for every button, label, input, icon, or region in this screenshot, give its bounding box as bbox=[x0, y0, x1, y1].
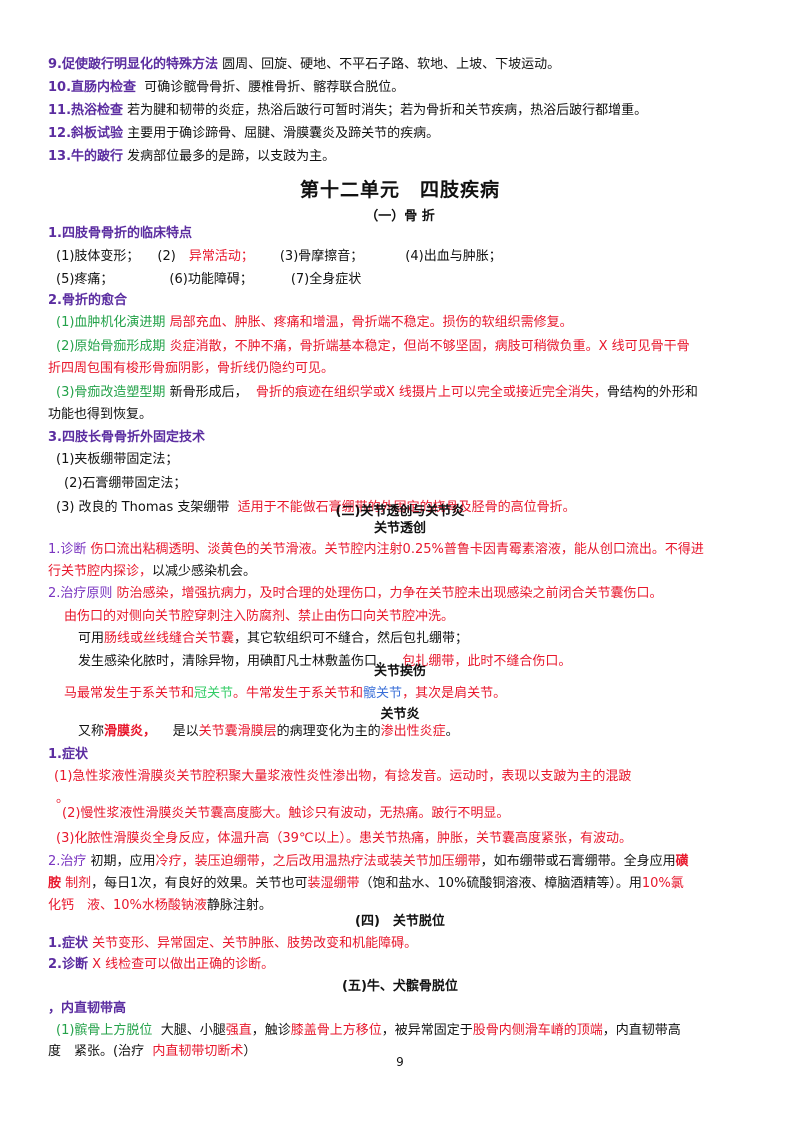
list-item-cont: 胺 制剂，每日1次，有良好的效果。关节也可装湿绷带（饱和盐水、10%硫酸铜溶液、… bbox=[48, 876, 684, 891]
section-title: (四) 关节脱位 bbox=[355, 914, 445, 929]
subsection-heading: 2.骨折的愈合 bbox=[48, 293, 127, 308]
list-item: (1)夹板绷带固定法； bbox=[56, 452, 179, 467]
unit-title: 第十二单元 四肢疾病 bbox=[299, 179, 500, 201]
list-item: (3)骨痂改造塑型期 新骨形成后， 骨折的痕迹在组织学或X 线摄片上可以完全或接… bbox=[56, 385, 698, 400]
paragraph: 马最常发生于系关节和冠关节。牛常发生于系关节和髋关节，其次是肩关节。 bbox=[64, 686, 507, 701]
page-number: 9 bbox=[396, 1055, 404, 1069]
list-item: 2.诊断 X 线检查可以做出正确的诊断。 bbox=[48, 957, 275, 972]
list-item: 13.牛的跛行 发病部位最多的是蹄，以支跂为主。 bbox=[48, 149, 336, 164]
paragraph: 又称滑膜炎， 是以关节囊滑膜层的病理变化为主的渗出性炎症。 bbox=[78, 724, 459, 739]
subsection-title: 关节挨伤 bbox=[373, 664, 426, 679]
feature-row: (5)疼痛；(6)功能障碍；(7)全身症状 bbox=[56, 272, 362, 287]
subsection-heading: ，内直韧带高 bbox=[48, 1001, 127, 1016]
feature-row: (1)肢体变形；(2) 异常活动；(3)骨摩擦音；(4)出血与肿胀； bbox=[56, 249, 502, 264]
list-item: 10.直肠内检查 可确诊髋骨骨折、腰椎骨折、髂荐联合脱位。 bbox=[48, 80, 405, 95]
list-item-cont: 行关节腔内探诊，以减少感染机会。 bbox=[48, 564, 257, 579]
list-item: 12.斜板试验 主要用于确诊蹄骨、屈腱、滑膜囊炎及蹄关节的疾病。 bbox=[48, 126, 440, 141]
list-item: 2.治疗原则 防治感染，增强抗病力，及时合理的处理伤口，力争在关节腔未出现感染之… bbox=[48, 586, 663, 601]
subsection-heading: 3.四肢长骨骨折外固定技术 bbox=[48, 430, 205, 445]
list-item-cont: 可用肠线或丝线缝合关节囊，其它软组织可不缝合，然后包扎绷带； bbox=[78, 631, 469, 646]
list-item: (3)化脓性滑膜炎全身反应，体温升高（39℃以上）。患关节热痛，肿胀，关节囊高度… bbox=[56, 831, 633, 846]
list-item: (1)髌骨上方脱位 大腿、小腿强直，触诊膝盖骨上方移位，被异常固定于股骨内侧滑车… bbox=[56, 1023, 681, 1038]
list-item-cont: 折四周包围有梭形骨痂阴影，骨折线仍隐约可见。 bbox=[48, 361, 335, 376]
list-item-cont: 度 紧张。(治疗 内直韧带切断术） bbox=[48, 1044, 257, 1059]
section-title: (五)牛、犬髌骨脱位 bbox=[342, 979, 458, 994]
list-item: (2)慢性浆液性滑膜炎关节囊高度膨大。触诊只有波动，无热痛。跛行不明显。 bbox=[62, 806, 510, 821]
list-item-cont: 。 bbox=[56, 791, 70, 806]
list-item: (2)石膏绷带固定法； bbox=[64, 476, 187, 491]
list-item: 2.治疗 初期，应用冷疗，装压迫绷带，之后改用温热疗法或装关节加压绷带，如布绷带… bbox=[48, 854, 689, 869]
subsection-title: 关节透创 bbox=[373, 521, 426, 536]
subsection-title: 关节炎 bbox=[380, 707, 420, 722]
list-item: (3) 改良的 Thomas 支架绷带 适用于不能做石膏绷带的外固定的桡骨及胫骨… bbox=[56, 500, 576, 515]
list-item: (1)急性浆液性滑膜炎关节腔积聚大量浆液性炎性渗出物，有捻发音。运动时，表现以支… bbox=[54, 769, 632, 784]
list-item-cont: 发生感染化脓时，清除异物，用碘酊凡士林敷盖伤口， 包扎绷带，此时不缝合伤口。 bbox=[78, 654, 572, 669]
list-item: (2)原始骨痂形成期 炎症消散，不肿不痛，骨折端基本稳定，但尚不够坚固，病肢可稍… bbox=[56, 339, 690, 354]
list-item: 11.热浴检查 若为腱和韧带的炎症，热浴后跛行可暂时消失；若为骨折和关节疾病，热… bbox=[48, 103, 648, 118]
list-item-cont: 由伤口的对侧向关节腔穿刺注入防腐剂、禁止由伤口向关节腔冲洗。 bbox=[64, 609, 455, 624]
subsection-heading: 1.症状 bbox=[48, 747, 88, 762]
list-item: 9.促使跛行明显化的特殊方法 圆周、回旋、硬地、不平石子路、软地、上坡、下坡运动… bbox=[48, 57, 561, 72]
section-title: （一）骨 折 bbox=[365, 209, 435, 224]
list-item: 1.症状 关节变形、异常固定、关节肿胀、肢势改变和机能障碍。 bbox=[48, 936, 418, 951]
list-item: (1)血肿机化演进期 局部充血、肿胀、疼痛和增温，骨折端不稳定。损伤的软组织需修… bbox=[56, 315, 573, 330]
list-item-cont: 化钙 液、10%水杨酸钠液静脉注射。 bbox=[48, 898, 272, 913]
subsection-heading: 1.四肢骨骨折的临床特点 bbox=[48, 226, 192, 241]
list-item: 1.诊断 伤口流出粘稠透明、淡黄色的关节滑液。关节腔内注射0.25%普鲁卡因青霉… bbox=[48, 542, 704, 557]
section-title: (二)关节透创与关节炎 bbox=[335, 504, 465, 519]
list-item-cont: 功能也得到恢复。 bbox=[48, 407, 153, 422]
